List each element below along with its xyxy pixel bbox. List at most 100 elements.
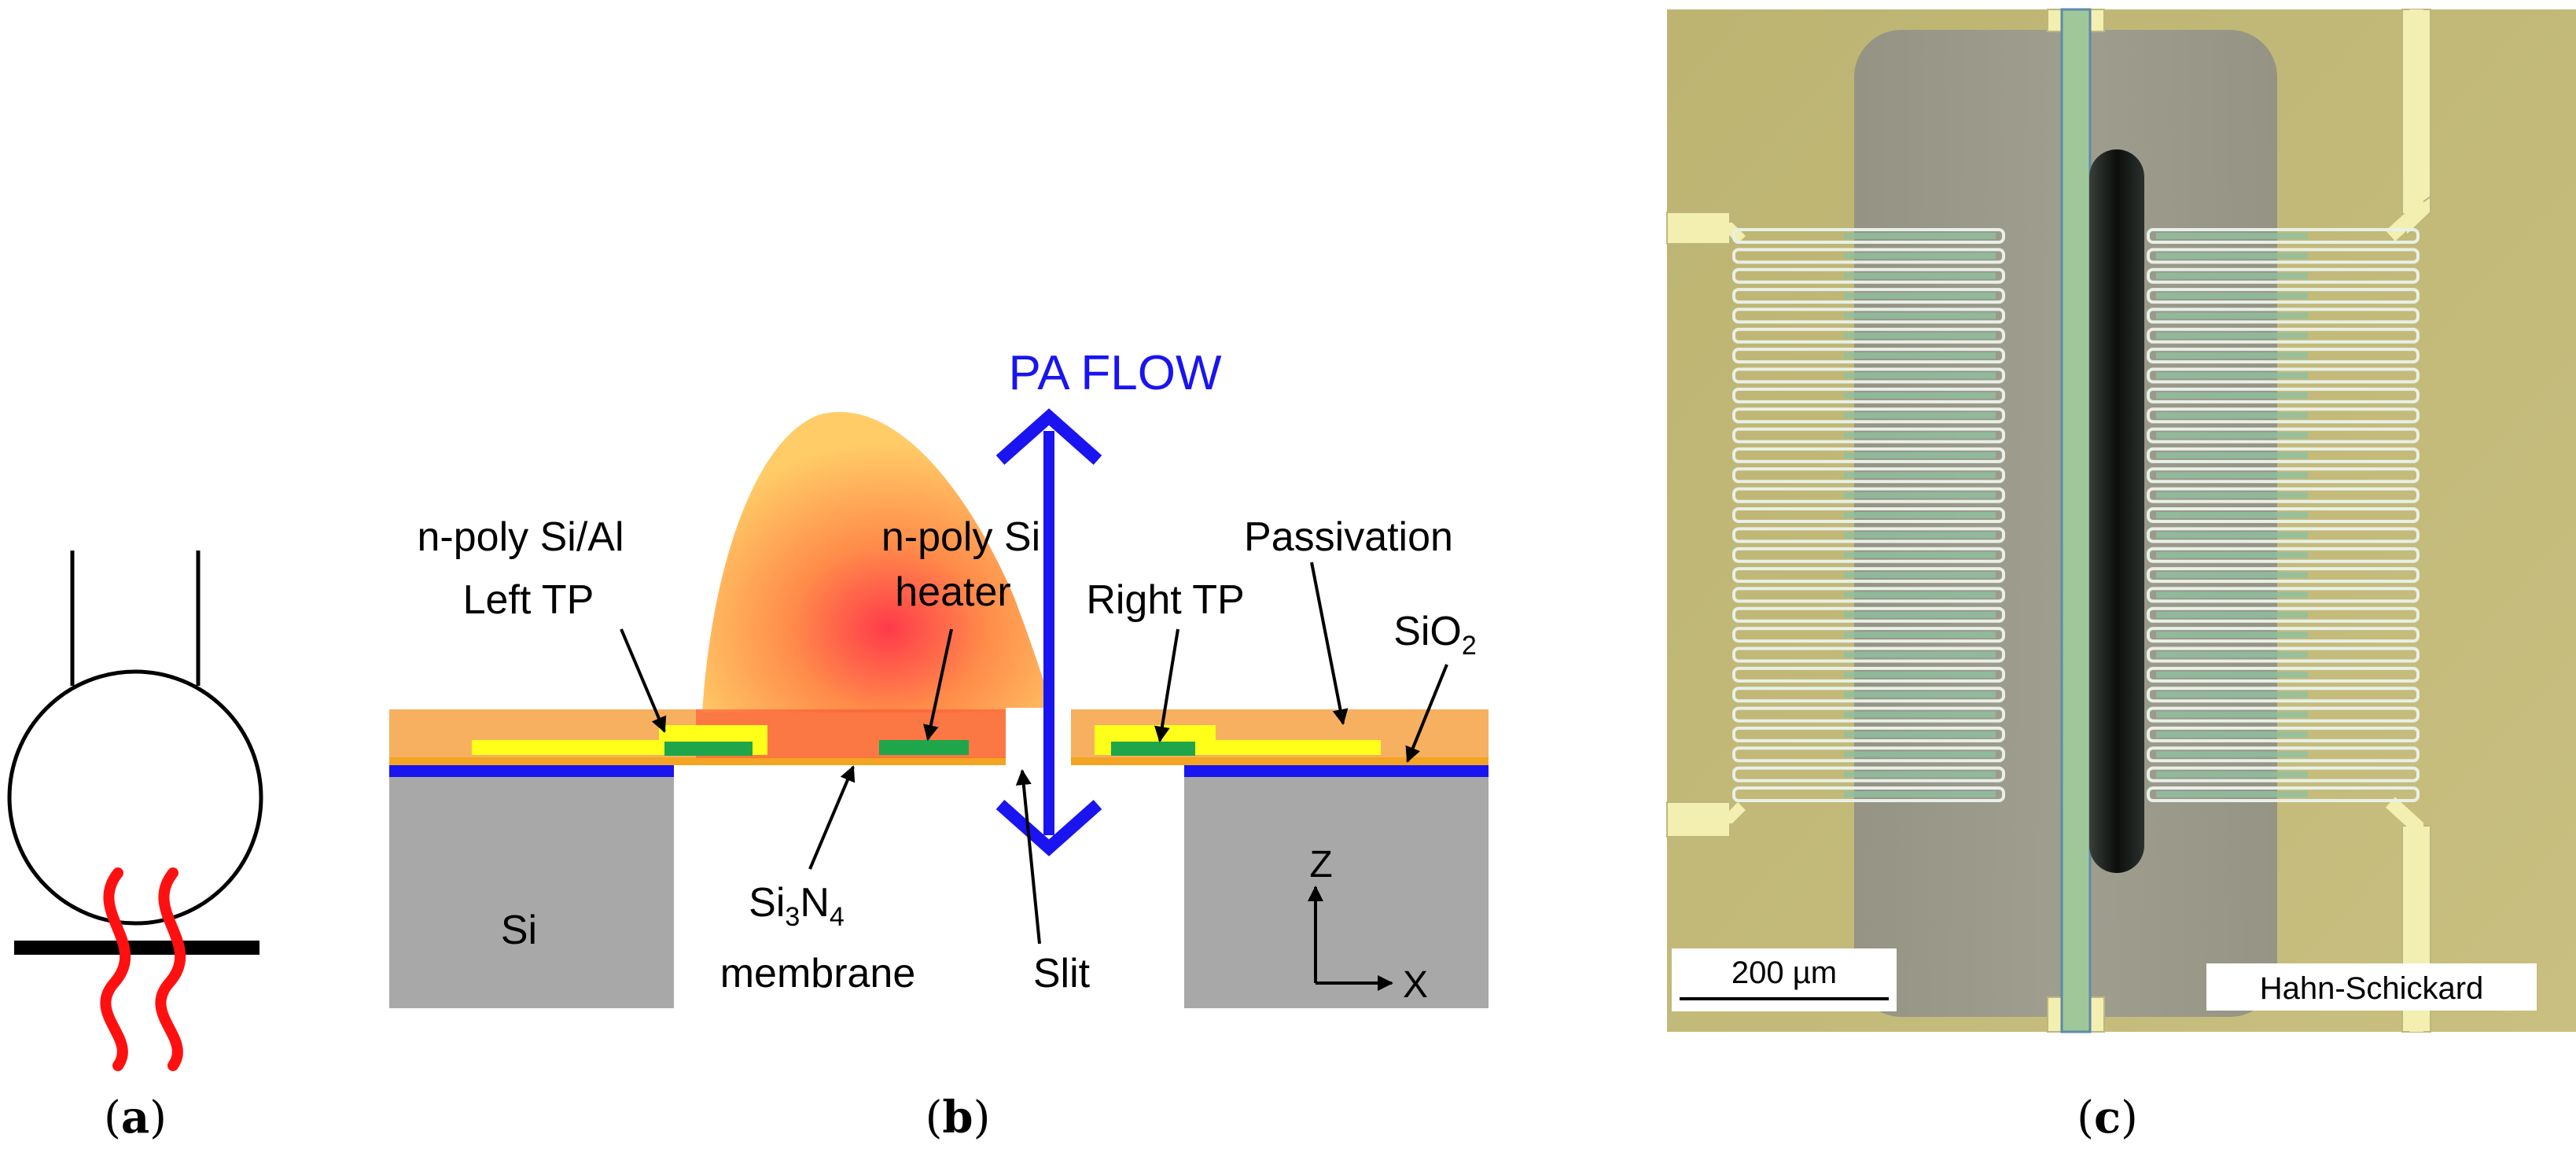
thermopile-finger — [2147, 666, 2420, 683]
thermopile-finger — [2147, 407, 2420, 424]
thermopile-finger — [1732, 646, 2005, 663]
thermopile-finger — [2147, 567, 2420, 584]
thermopile-finger — [1732, 427, 2005, 444]
right-tp-contact — [1111, 742, 1195, 756]
thermopile-finger — [1732, 447, 2005, 463]
thermopile-strip — [2156, 412, 2308, 419]
thermopile-strip — [2156, 671, 2308, 678]
thermopile-finger — [2147, 467, 2420, 484]
thermopile-strip — [1844, 312, 1996, 319]
thermopile-finger — [1732, 507, 2005, 523]
thermopile-strip — [1844, 451, 1996, 458]
thermopile-finger — [2147, 387, 2420, 403]
thermopile-finger — [2147, 547, 2420, 563]
heater-label-line1: n-poly Si — [881, 514, 1040, 560]
thermopile-finger — [1732, 766, 2005, 783]
thermopile-strip — [2156, 572, 2308, 579]
thermopile-finger — [2147, 766, 2420, 783]
thermopile-strip — [1844, 332, 1996, 339]
sio2-layer-left — [389, 764, 674, 777]
thermopile-finger — [1732, 367, 2005, 384]
thermopile-finger — [2147, 746, 2420, 763]
thermopile-strip — [1844, 731, 1996, 738]
thermopile-strip — [2156, 731, 2308, 738]
thermopile-strip — [2156, 352, 2308, 359]
thermopile-strip — [2156, 512, 2308, 518]
thermopile-strip — [2156, 392, 2308, 399]
thermopile-strip — [2156, 451, 2308, 458]
thermopile-finger — [1732, 527, 2005, 543]
membrane-label: membrane — [720, 951, 916, 996]
axis-x-label: X — [1403, 964, 1428, 1006]
slit-gap — [1006, 708, 1071, 779]
thermopile-strip — [1844, 532, 1996, 539]
scale-bar-box — [1672, 948, 1897, 1011]
right-tp-yellow-long — [1211, 740, 1381, 755]
thermopile-strip — [1844, 632, 1996, 639]
thermopile-strip — [1844, 751, 1996, 758]
right-tp-label: Right TP — [1086, 577, 1244, 623]
thermopile-finger — [1732, 786, 2005, 802]
thermopile-array-right — [2147, 228, 2420, 802]
thermopile-finger — [1732, 666, 2005, 683]
thermopile-finger — [1732, 587, 2005, 603]
heater-element — [879, 740, 969, 755]
thermopile-finger — [1732, 288, 2005, 304]
thermopile-strip — [2156, 252, 2308, 260]
thermopile-finger — [2147, 348, 2420, 364]
thermopile-strip — [2156, 711, 2308, 718]
thermopile-finger — [2147, 587, 2420, 603]
thermopile-strip — [1844, 691, 1996, 698]
thermopile-finger — [1732, 487, 2005, 503]
left-tp-label-line2: Left TP — [463, 577, 594, 623]
watermark-label: Hahn-Schickard — [2260, 971, 2484, 1006]
thermopile-strip — [2156, 233, 2308, 239]
caption-a: (a) — [104, 1092, 167, 1143]
thermopile-finger — [2147, 327, 2420, 344]
thermopile-strip — [1844, 392, 1996, 399]
thermopile-strip — [2156, 272, 2308, 279]
thermopile-strip — [1844, 432, 1996, 439]
thermopile-strip — [1844, 272, 1996, 279]
heater-pointer — [922, 628, 953, 741]
thermopile-strip — [2156, 611, 2308, 618]
panel-c: 200 µm Hahn-Schickard (c) — [1666, 8, 2576, 1143]
heat-wave-1 — [100, 867, 131, 1071]
thermopile-strip — [1844, 352, 1996, 359]
heater-label-line2: heater — [895, 569, 1010, 615]
thermopile-strip — [2156, 492, 2308, 499]
thermopile-finger — [1732, 248, 2005, 264]
thermopile-strip — [1844, 572, 1996, 579]
sio2-label: SiO2 — [1393, 609, 1477, 661]
sensor-body-circle — [7, 669, 263, 926]
thermopile-finger — [2147, 627, 2420, 643]
hot-plate — [14, 941, 259, 955]
thermopile-strip — [1844, 372, 1996, 379]
si3n4-membrane-left — [389, 757, 1006, 765]
thermopile-finger — [1732, 228, 2005, 244]
passivation-label: Passivation — [1244, 514, 1453, 560]
thermopile-strip — [2156, 551, 2308, 558]
panel-b: PA FLOW n-poly Si/Al Left TP n-poly Si h… — [389, 346, 1489, 1143]
heat-wave-2 — [155, 867, 186, 1071]
thermopile-strip — [2156, 293, 2308, 300]
thermopile-strip — [2156, 632, 2308, 639]
caption-c: (c) — [2077, 1092, 2138, 1143]
watermark-box — [2206, 963, 2537, 1011]
thermopile-finger — [1732, 627, 2005, 643]
membrane-pointer — [808, 765, 856, 870]
thermopile-finger — [2147, 507, 2420, 523]
thermopile-finger — [1732, 547, 2005, 563]
thermopile-strip — [1844, 771, 1996, 778]
left-tp-contact — [664, 742, 753, 756]
thermopile-strip — [1844, 611, 1996, 618]
center-heater-strip — [2060, 8, 2092, 1033]
thermopile-finger — [2147, 726, 2420, 742]
thermopile-strip — [2156, 432, 2308, 439]
thermopile-finger — [2147, 606, 2420, 623]
thermopile-strip — [2156, 312, 2308, 319]
thermopile-strip — [1844, 472, 1996, 479]
thermopile-finger — [1732, 567, 2005, 584]
thermopile-finger — [1732, 467, 2005, 484]
